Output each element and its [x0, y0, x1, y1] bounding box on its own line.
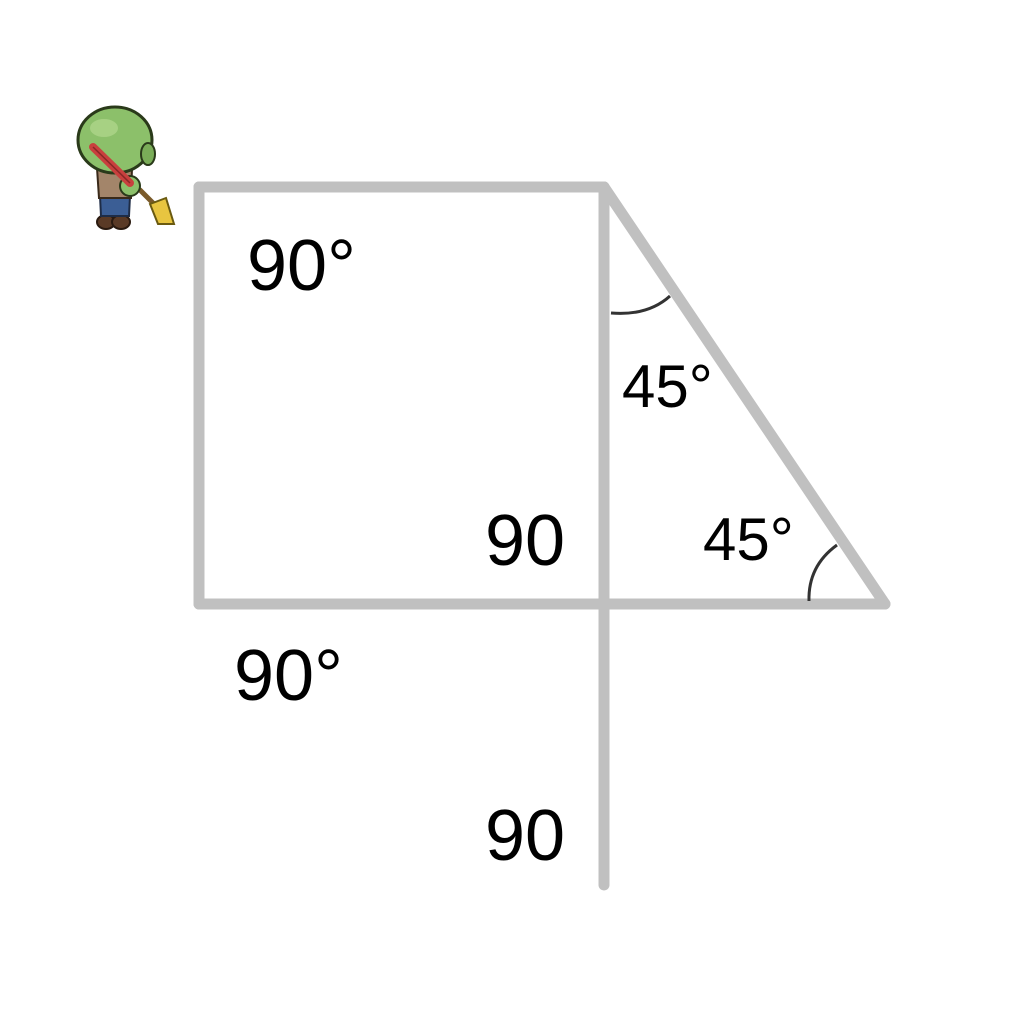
triangle-hypotenuse — [598, 181, 891, 610]
top-angle-arc — [610, 294, 672, 315]
square-bottom-angle-label: 90° — [234, 636, 343, 716]
square-shape — [193, 181, 610, 610]
center-angle-label: 90 — [485, 501, 566, 581]
triangle-bottom-angle-label: 45° — [703, 506, 794, 573]
square-top-left-angle-label: 90° — [247, 226, 356, 306]
triangle-top-angle-label: 45° — [622, 353, 713, 420]
triangle-shape — [598, 181, 891, 610]
bottom-angle-arc — [807, 543, 838, 602]
vertical-line-angle-label: 90 — [485, 796, 566, 876]
goblin-character-icon — [76, 105, 176, 230]
